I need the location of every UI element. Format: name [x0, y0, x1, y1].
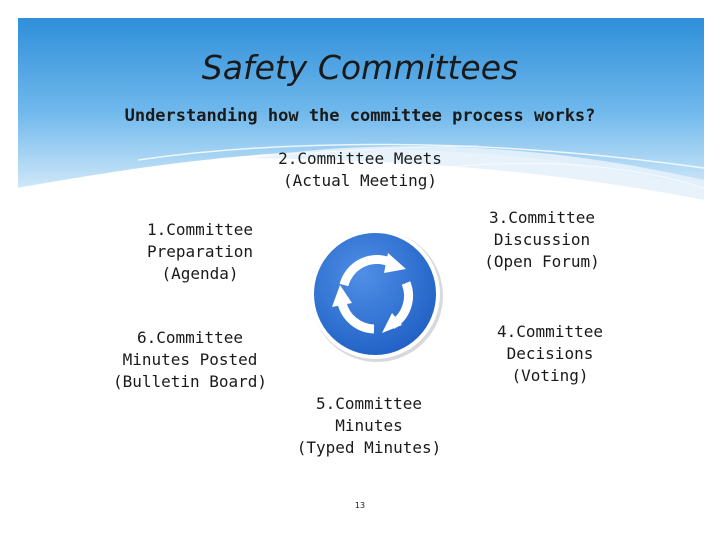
step-5-minutes: 5.Committee Minutes (Typed Minutes): [284, 393, 454, 459]
slide-subtitle: Understanding how the committee process …: [124, 106, 596, 126]
step-1-line-1: 1.Committee: [147, 220, 253, 239]
step-6-posted: 6.Committee Minutes Posted (Bulletin Boa…: [105, 327, 275, 393]
header-background: [18, 18, 704, 200]
step-3-discussion: 3.Committee Discussion (Open Forum): [462, 207, 622, 273]
step-3-line-1: 3.Committee: [489, 208, 595, 227]
step-2-meeting: 2.Committee Meets (Actual Meeting): [270, 148, 450, 192]
step-5-line-1: 5.Committee: [316, 394, 422, 413]
step-3-line-2: Discussion: [493, 230, 591, 249]
step-6-line-1: 6.Committee: [137, 328, 243, 347]
step-6-line-3: (Bulletin Board): [112, 372, 268, 391]
step-4-decisions: 4.Committee Decisions (Voting): [470, 321, 630, 387]
step-2-line-1: 2.Committee Meets: [278, 149, 442, 168]
step-4-line-3: (Voting): [511, 366, 589, 385]
step-3-line-3: (Open Forum): [484, 252, 600, 271]
step-5-line-3: (Typed Minutes): [296, 438, 442, 457]
step-1-line-2: Preparation: [147, 242, 253, 261]
step-4-line-2: Decisions: [506, 344, 594, 363]
step-1-preparation: 1.Committee Preparation (Agenda): [125, 219, 275, 285]
step-1-line-3: (Agenda): [161, 264, 239, 283]
step-6-line-2: Minutes Posted: [122, 350, 258, 369]
step-5-line-2: Minutes: [335, 416, 403, 435]
circular-arrows-cycle-icon: [310, 229, 443, 362]
slide-title: Safety Committees: [201, 48, 519, 87]
step-2-line-2: (Actual Meeting): [282, 171, 438, 190]
step-4-line-1: 4.Committee: [497, 322, 603, 341]
page-number: 13: [354, 501, 366, 510]
